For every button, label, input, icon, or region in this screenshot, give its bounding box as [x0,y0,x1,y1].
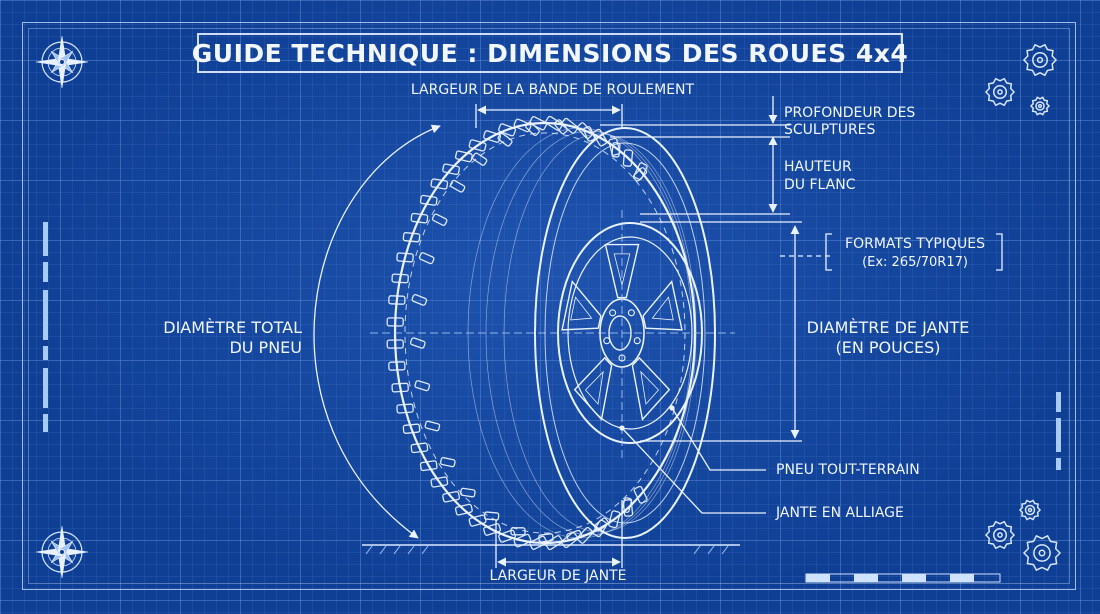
label-sidewall-line2: DU FLANC [784,177,856,193]
label-overall-diameter-line2: DU PNEU [229,338,302,357]
label-tread-depth-line2: SCULPTURES [784,122,876,138]
label-tread-width: LARGEUR DE LA BANDE DE ROULEMENT [410,82,695,98]
scale-bar-icon [805,573,1001,583]
inner-frame [28,28,1070,584]
ground-line [362,544,740,555]
tire-drawing [370,115,735,551]
tread-blocks [386,115,697,551]
label-tread-depth-line1: PROFONDEUR DES [784,105,916,121]
dimension-lines [313,96,1003,568]
label-overall-diameter-line1: DIAMÈTRE TOTAL [163,318,302,337]
title-box: GUIDE TECHNIQUE : DIMENSIONS DES ROUES 4… [192,33,908,73]
side-ruler [43,222,1061,470]
page-title: GUIDE TECHNIQUE : DIMENSIONS DES ROUES 4… [191,38,909,68]
label-rim-width: LARGEUR DE JANTE [489,568,627,584]
label-formats-line2: (Ex: 265/70R17) [862,255,968,270]
label-formats-line1: FORMATS TYPIQUES [845,236,985,252]
compass-rose-icon [35,525,89,579]
label-sidewall-line1: HAUTEUR [784,159,852,175]
label-tire-type: PNEU TOUT-TERRAIN [776,462,920,478]
label-rim-diameter-line2: (EN POUCES) [835,338,941,357]
gears-icon [984,43,1062,572]
compass-rose-icon [35,35,89,89]
outer-frame [22,22,1076,590]
label-rim-diameter-line1: DIAMÈTRE DE JANTE [806,318,970,337]
label-rim-type: JANTE EN ALLIAGE [776,505,904,521]
